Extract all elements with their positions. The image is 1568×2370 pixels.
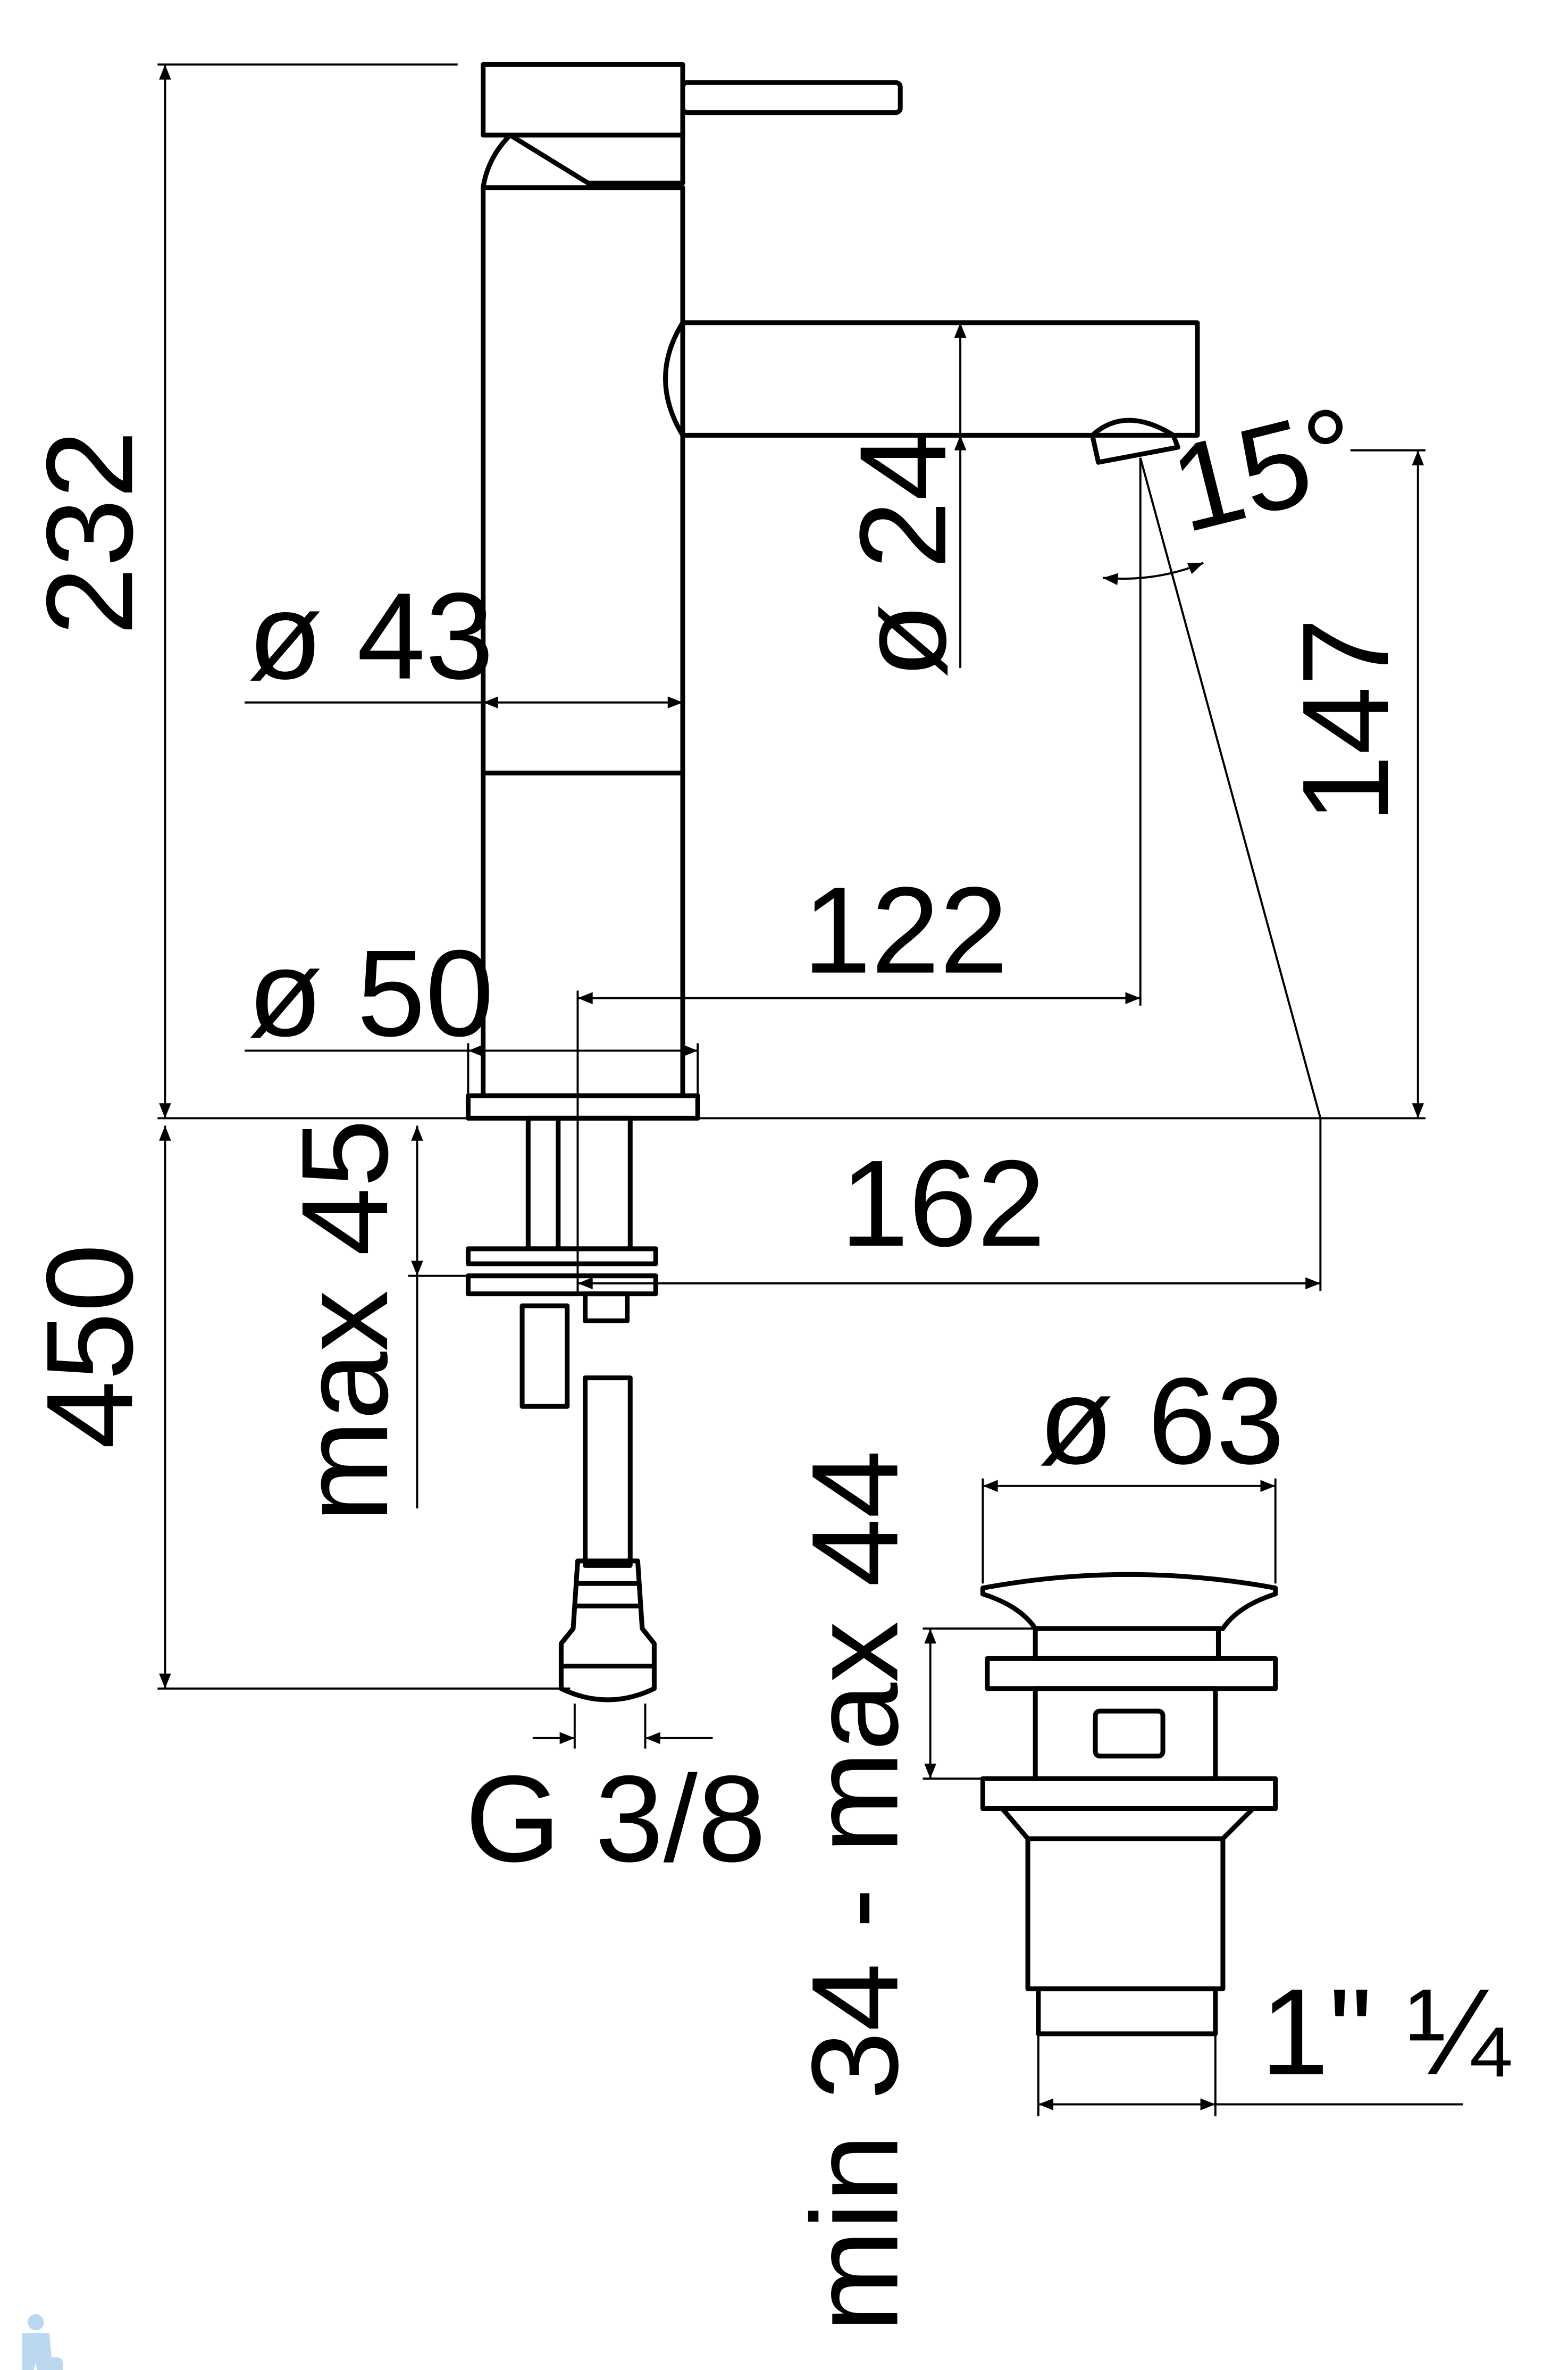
dim-147: 147	[1277, 618, 1414, 823]
rod-end	[519, 1303, 570, 1409]
dim-450: 450	[21, 1244, 158, 1449]
pop-up-waste	[980, 1572, 1278, 2037]
aerator	[1089, 418, 1180, 465]
hose-nut	[558, 1558, 657, 1703]
dim-232: 232	[21, 430, 158, 636]
flex-hose	[583, 1375, 633, 1568]
dim-122: 122	[803, 862, 1008, 999]
dim-body-diameter: ø 43	[248, 568, 494, 705]
lock-nut	[465, 1273, 658, 1297]
dim-waste-range: min 34 - max 44	[787, 1450, 924, 2332]
dim-spout-diameter: ø 24	[835, 432, 972, 679]
waste-window	[1093, 1708, 1165, 1759]
dim-spout-angle: 15°	[1159, 380, 1372, 558]
washer	[465, 1246, 658, 1266]
spout	[663, 320, 1200, 438]
dimension-lines	[157, 63, 1463, 2117]
lever-handle	[680, 80, 903, 115]
faucet-body	[481, 185, 685, 1098]
base-plate	[465, 1093, 700, 1121]
waste-cap	[980, 1572, 1278, 1631]
waste-lower-flange	[980, 1776, 1278, 1812]
plumber-logo	[22, 2314, 63, 2370]
waste-tail	[1000, 1807, 1255, 1991]
waste-body	[1033, 1686, 1218, 1781]
dim-max-45: max 45	[276, 1119, 414, 1523]
waste-flange	[985, 1656, 1278, 1691]
waste-neck	[1033, 1626, 1221, 1661]
hose-stub	[583, 1291, 630, 1323]
dim-162: 162	[840, 1135, 1045, 1272]
dim-base-diameter: ø 50	[248, 925, 494, 1062]
dim-waste-thread: 1" ¼	[1260, 1964, 1511, 2101]
handle-cap	[481, 62, 685, 138]
dim-connection: G 3/8	[465, 1750, 766, 1888]
waste-thread	[1036, 1986, 1218, 2037]
dim-waste-diameter: ø 63	[1038, 1353, 1285, 1490]
threaded-shank	[525, 1115, 633, 1251]
handle-chamfer	[481, 132, 685, 188]
